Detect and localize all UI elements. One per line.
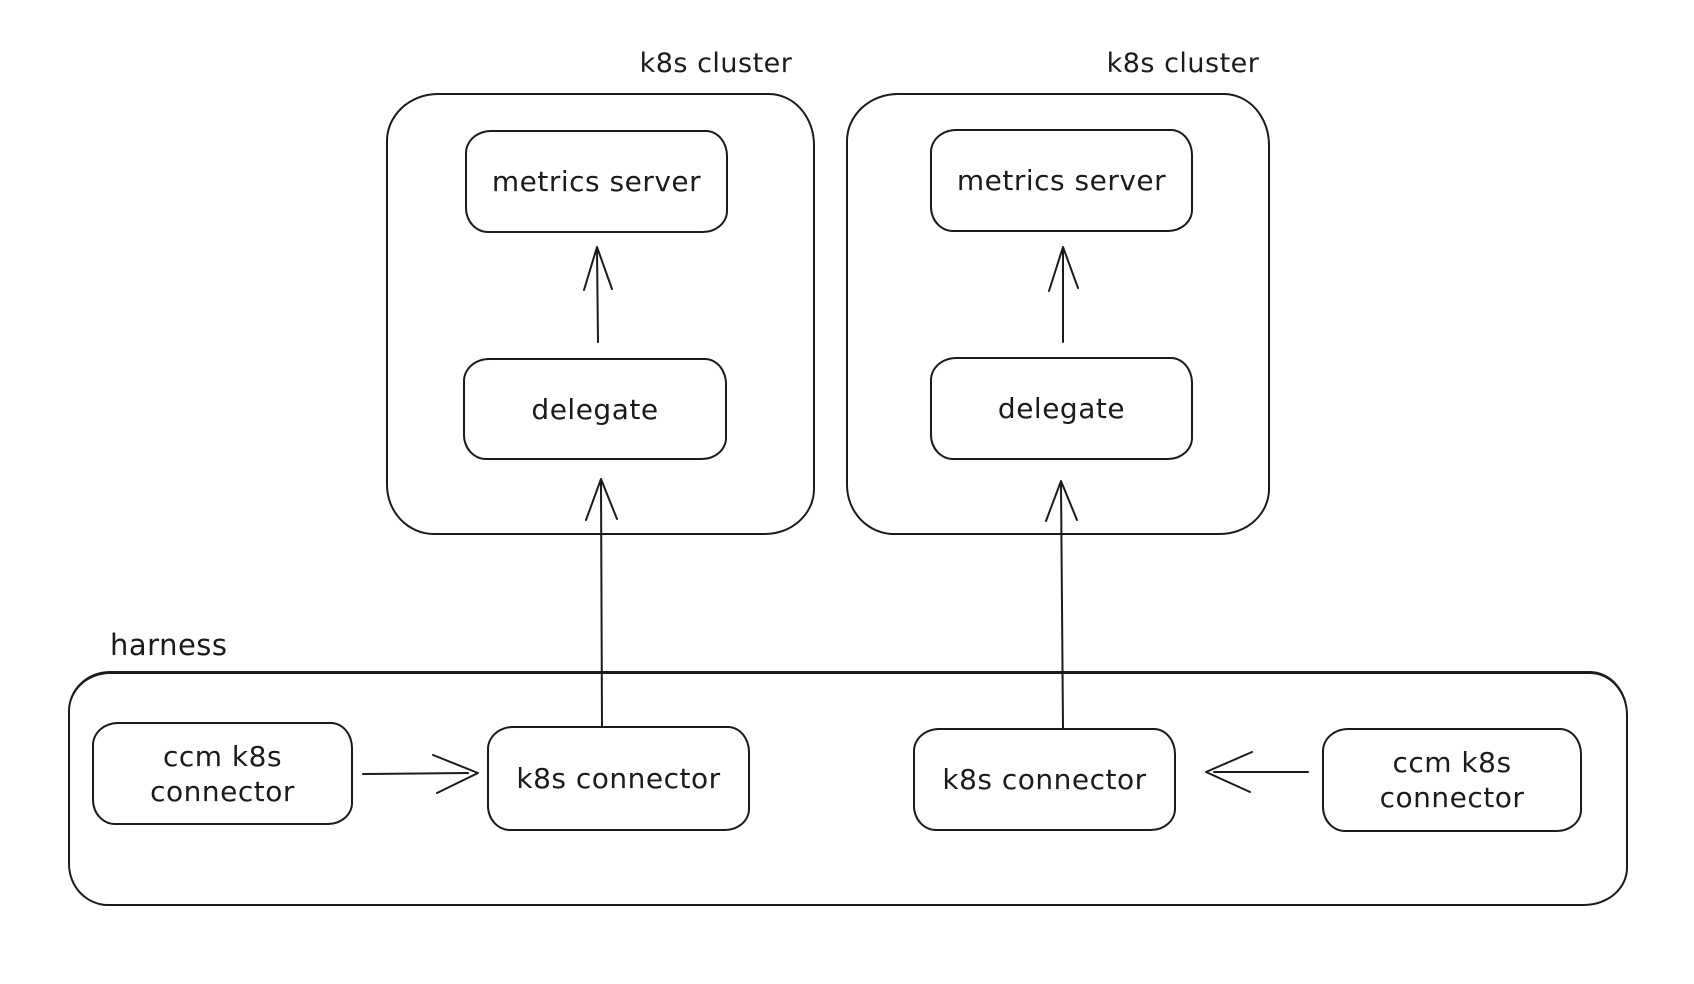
k8s-connector-label-left: k8s connector (516, 762, 721, 795)
delegate-node-right: delegate (930, 357, 1193, 460)
metrics-server-node-left: metrics server (465, 130, 728, 233)
ccm-k8s-connector-left-line2: connector (150, 774, 295, 808)
delegate-label-right: delegate (997, 392, 1126, 425)
cluster-right-container (846, 93, 1270, 535)
ccm-k8s-connector-right-line1: ccm k8s (1392, 746, 1512, 779)
ccm-k8s-connector-node-left: ccm k8s connector (92, 722, 353, 825)
harness-label: harness (110, 628, 228, 662)
delegate-label-left: delegate (531, 392, 659, 426)
k8s-connector-node-right: k8s connector (913, 728, 1176, 831)
cluster-right-label: k8s cluster (1106, 48, 1260, 79)
metrics-server-label-left: metrics server (491, 165, 702, 198)
cluster-left-label: k8s cluster (639, 48, 793, 79)
ccm-k8s-connector-node-right: ccm k8s connector (1322, 728, 1582, 832)
harness-container (68, 671, 1628, 906)
ccm-k8s-connector-left-line1: ccm k8s (162, 739, 283, 773)
delegate-node-left: delegate (463, 358, 727, 460)
metrics-server-node-right: metrics server (930, 129, 1193, 232)
metrics-server-label-right: metrics server (956, 164, 1167, 197)
k8s-connector-label-right: k8s connector (942, 763, 1147, 796)
k8s-connector-node-left: k8s connector (487, 726, 750, 831)
ccm-k8s-connector-right-line2: connector (1379, 781, 1525, 814)
